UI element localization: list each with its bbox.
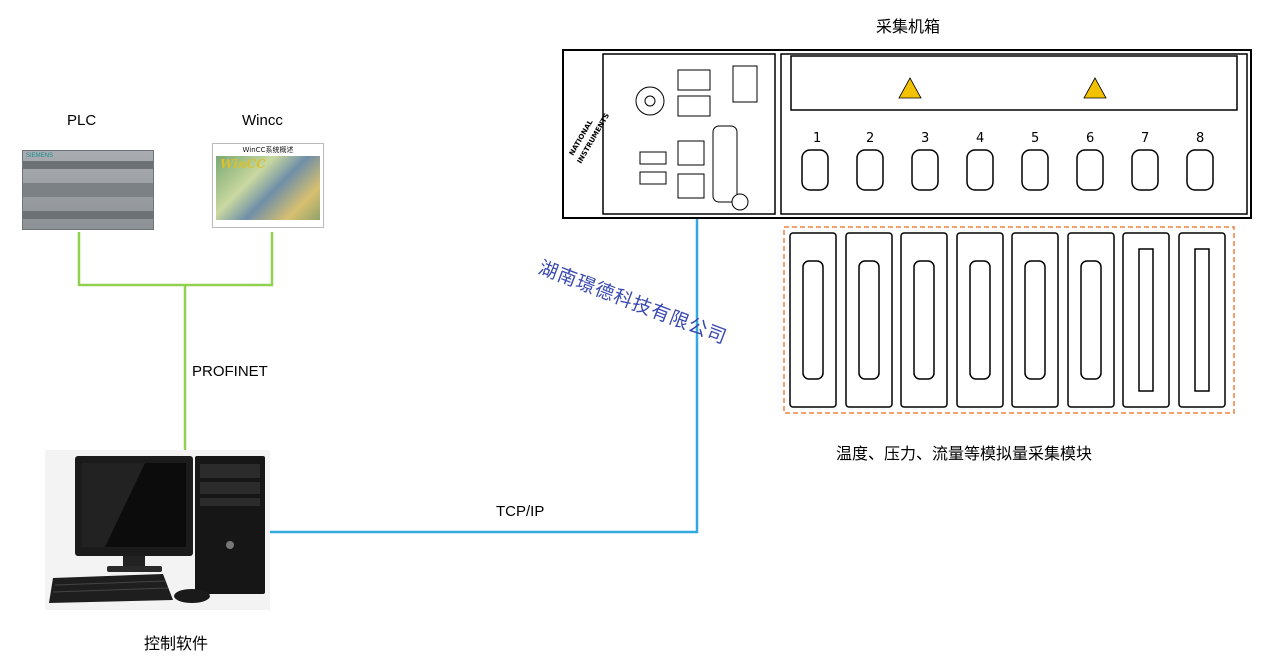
ethernet-port-icon <box>677 140 705 166</box>
ethernet-port-icon <box>677 95 711 117</box>
plc-label: PLC <box>67 112 97 129</box>
slot-number: 3 <box>921 131 929 146</box>
wincc-screen: WinCC系统概述 WinCC <box>212 143 324 228</box>
plc-terminal-strip-bottom <box>23 211 153 219</box>
tcpip-line <box>262 200 699 534</box>
modules-label: 温度、压力、流量等模拟量采集模块 <box>836 444 1093 463</box>
connector-icon <box>732 65 758 103</box>
plc-device: SIEMENS <box>22 150 154 230</box>
plc-body-strip <box>23 183 153 197</box>
slot-connector-icon <box>856 149 884 191</box>
plc-terminal-strip <box>23 161 153 169</box>
warning-icon <box>898 77 922 99</box>
keyboard-icon <box>49 574 173 603</box>
slot-connector-icon <box>1131 149 1159 191</box>
wincc-screen-image: WinCC <box>216 156 320 220</box>
slot-number: 2 <box>866 131 874 146</box>
slot-number: 5 <box>1031 131 1039 146</box>
slot-connector-icon <box>1076 149 1104 191</box>
control-software-label: 控制软件 <box>144 634 209 653</box>
usb-port-icon <box>639 171 667 185</box>
profinet-label: PROFINET <box>192 363 268 380</box>
slot-number: 1 <box>813 131 821 146</box>
display-port-icon <box>712 125 738 203</box>
plc-brand: SIEMENS <box>26 153 54 159</box>
computer-icon <box>45 450 270 610</box>
slot-number: 6 <box>1086 131 1094 146</box>
mouse-icon <box>174 589 210 603</box>
slot-connector-icon <box>911 149 939 191</box>
ethernet-port-icon <box>677 69 711 91</box>
wincc-logo: WinCC <box>220 157 266 171</box>
slot-number: 4 <box>976 131 984 146</box>
slot-connector-icon <box>801 149 829 191</box>
slot-number: 8 <box>1196 131 1204 146</box>
slot-connector-icon <box>1021 149 1049 191</box>
slot-connector-icon <box>966 149 994 191</box>
slot-connector-icon <box>1186 149 1214 191</box>
warning-icon <box>1083 77 1107 99</box>
chassis-device: NATIONAL INSTRUMENTS 1 2 3 4 5 6 7 8 <box>562 49 1252 219</box>
tcpip-label: TCP/IP <box>496 503 545 520</box>
profinet-line <box>77 232 274 287</box>
wincc-screen-title: WinCC系统概述 <box>242 146 294 154</box>
chassis-label: 采集机箱 <box>876 17 941 36</box>
usb-port-icon <box>639 151 667 165</box>
modules-group <box>783 226 1235 414</box>
wincc-label: Wincc <box>242 112 283 129</box>
ethernet-port-icon <box>677 173 705 199</box>
slot-number: 7 <box>1141 131 1149 146</box>
